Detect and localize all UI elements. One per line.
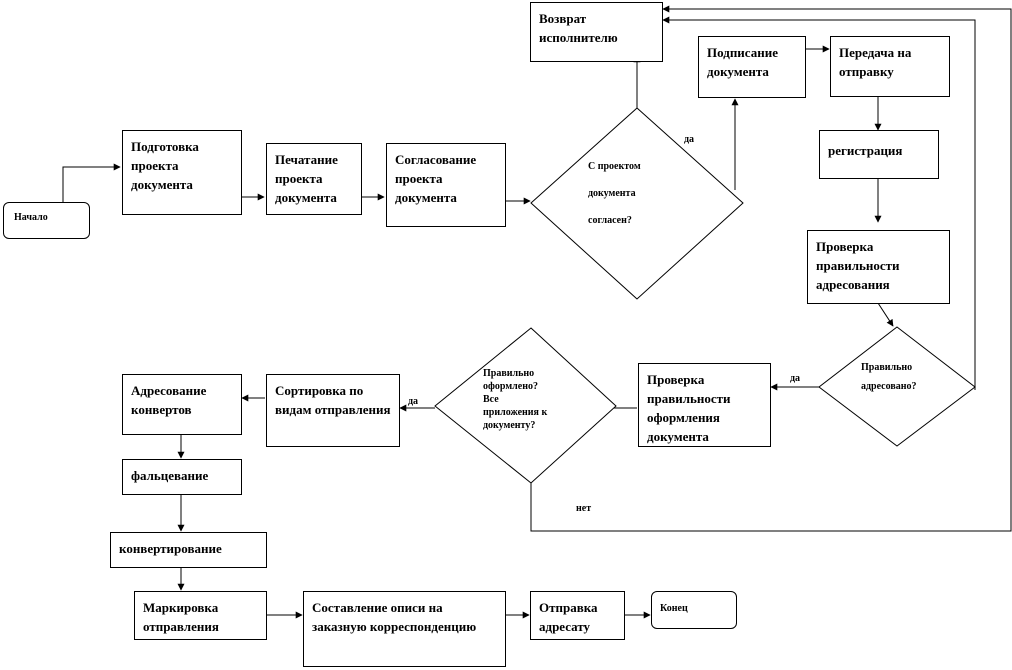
start-node: Начало xyxy=(3,202,90,239)
decision-agreed-line3: согласен? xyxy=(588,215,632,226)
return-node: Возврат исполнителю xyxy=(530,2,663,62)
register-node: регистрация xyxy=(819,130,939,179)
check-format-node: Проверка правильности оформления докумен… xyxy=(638,363,771,447)
print-node: Печатание проекта документа xyxy=(266,143,362,215)
decision-format-line2: оформлено? xyxy=(483,381,538,392)
decision-format-line3: Все xyxy=(483,394,499,405)
decision-agreed-text: С проектом документа согласен? xyxy=(588,160,688,227)
sort-node: Сортировка по видам отправления xyxy=(266,374,400,447)
inventory-node: Составление описи на заказную корреспонд… xyxy=(303,591,506,667)
edge-format-no-return xyxy=(530,5,1012,532)
address-envelopes-node: Адресование конвертов xyxy=(122,374,242,435)
decision-format-line1: Правильно xyxy=(483,368,535,379)
sign-node: Подписание документа xyxy=(698,36,806,98)
yes-label-format: да xyxy=(408,396,419,407)
edge-check-decision xyxy=(877,302,894,327)
check-address-node: Проверка правильности адресования xyxy=(807,230,950,304)
send-node: Отправка адресату xyxy=(530,591,625,640)
decision-format-line4: приложения к xyxy=(483,407,548,418)
edge-address-no-return xyxy=(662,16,976,390)
transfer-node: Передача на отправку xyxy=(830,36,950,97)
yes-label-agreed: да xyxy=(684,134,695,145)
marking-node: Маркировка отправления xyxy=(134,591,267,640)
decision-agreed-line1: С проектом xyxy=(588,161,641,172)
prepare-node: Подготовка проекта документа xyxy=(122,130,242,215)
folding-node: фальцевание xyxy=(122,459,242,495)
envelope-node: конвертирование xyxy=(110,532,267,568)
no-label-format: нет xyxy=(576,503,592,514)
edge-start-prepare xyxy=(62,163,121,202)
decision-agreed-line2: документа xyxy=(588,188,636,199)
decision-format-line5: документу? xyxy=(483,420,536,431)
decision-address-line2: адресовано? xyxy=(861,381,917,392)
approve-node: Согласование проекта документа xyxy=(386,143,506,227)
decision-format-text: Правильно оформлено? Все приложения к до… xyxy=(483,367,573,432)
end-node: Конец xyxy=(651,591,737,629)
decision-agreed-shape xyxy=(530,107,744,300)
decision-address-text: Правильно адресовано? xyxy=(861,361,941,393)
decision-address-shape xyxy=(818,326,976,447)
yes-label-address: да xyxy=(790,373,801,384)
decision-address-line1: Правильно xyxy=(861,362,913,373)
